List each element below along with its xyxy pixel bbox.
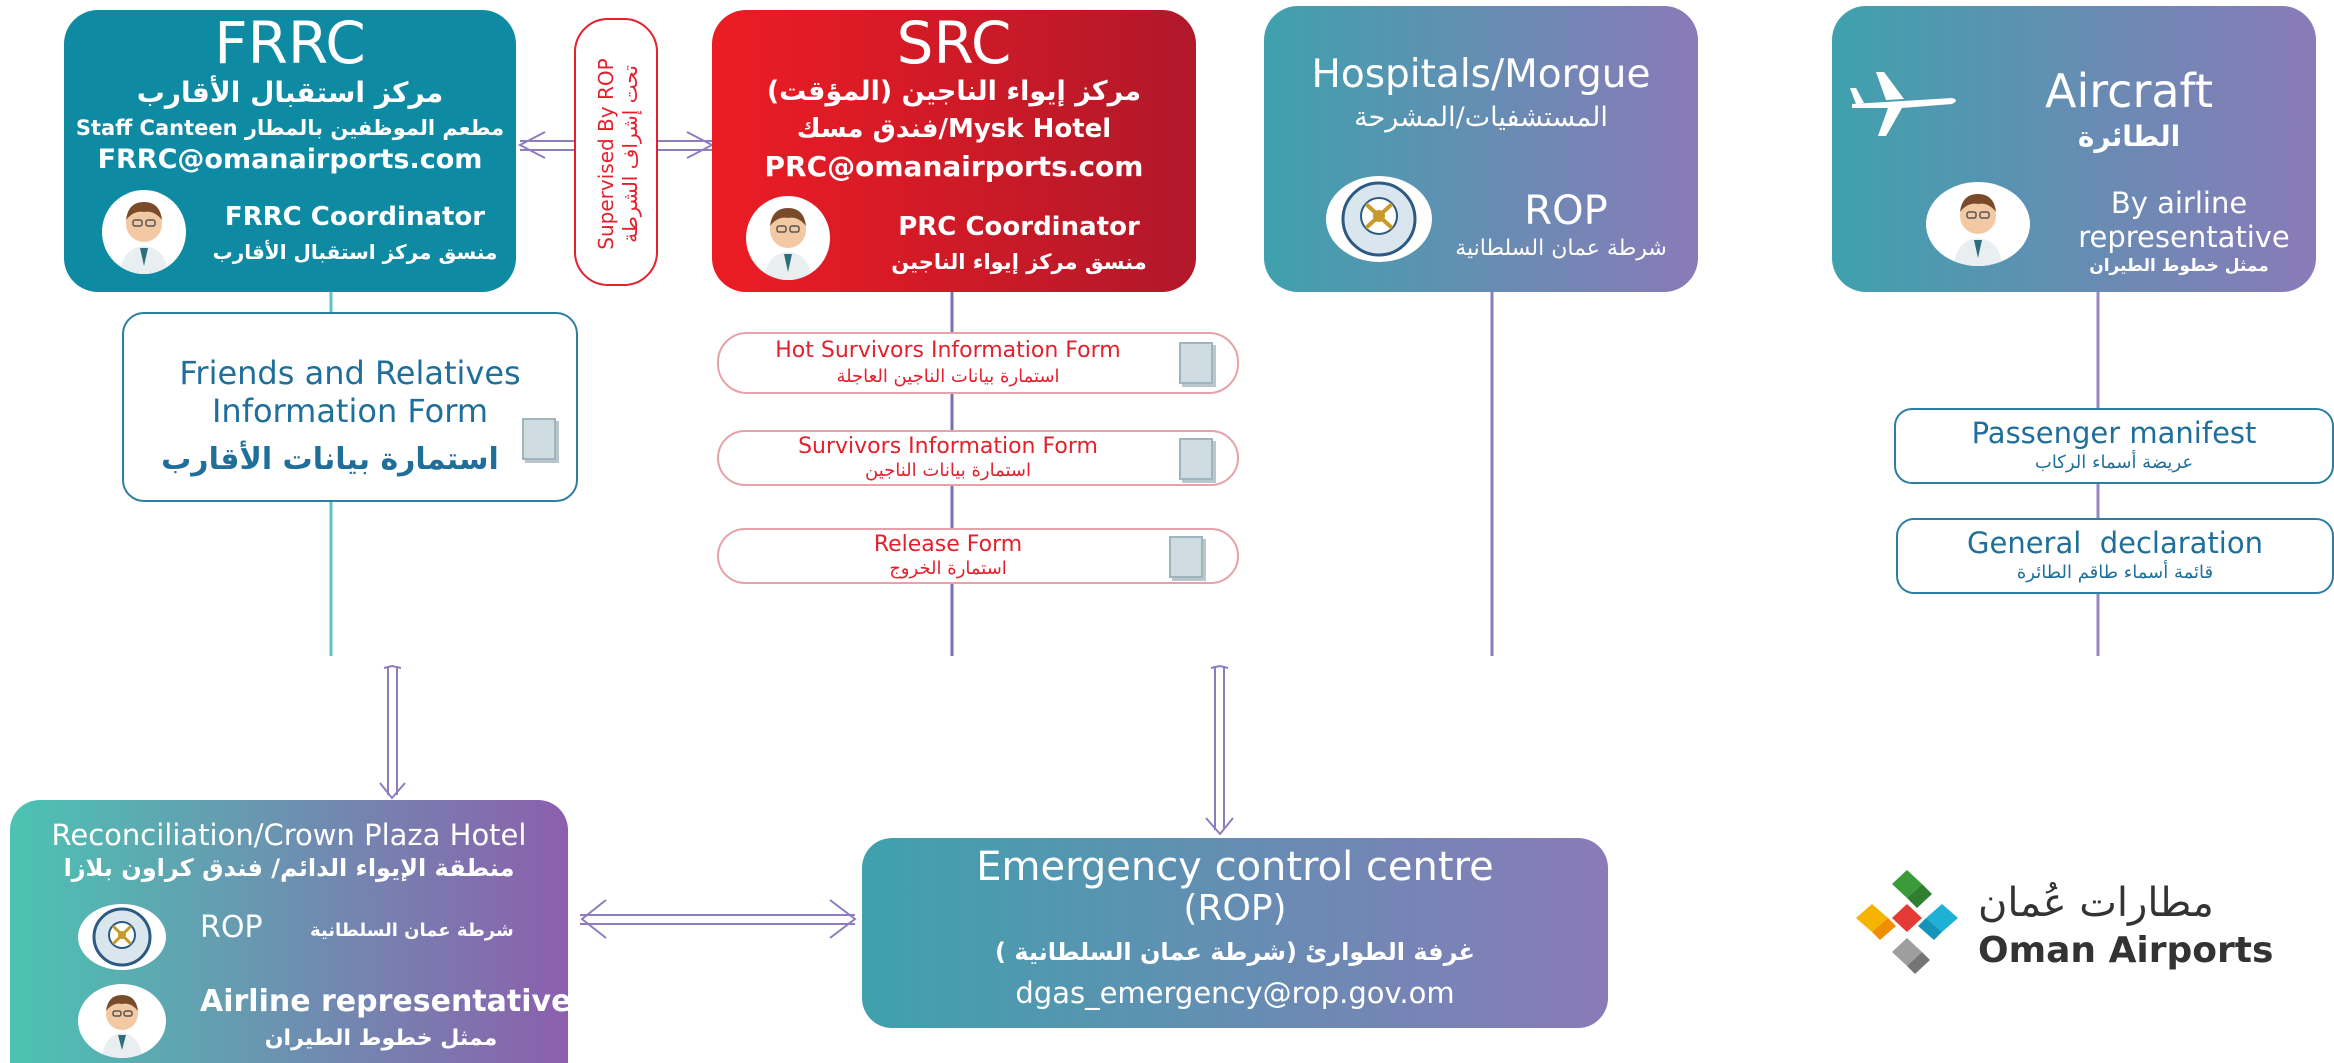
ecc-email: dgas_emergency@rop.gov.om [1015,976,1455,1010]
survivors-form-arabic: استمارة بيانات الناجين [865,460,1031,481]
reconciliation-airline-arabic: ممثل خطوط الطيران [264,1026,498,1051]
supervised-english: Supervised By ROP [594,58,618,250]
oman-airports-logo-mark [1856,870,1958,974]
src-hotel: فندق مسك/Mysk Hotel [796,114,1112,144]
hospitals-box: Hospitals/Morgue المستشفيات/المشرحة ROP … [1264,6,1698,292]
logo-arabic-text: مطارات عُمان [1978,880,2214,926]
bus-to-reconciliation-arrow [379,664,406,800]
frrc-coordinator: FRRC Coordinator [224,202,486,232]
ecc-line2: (ROP) [1183,888,1287,929]
reconciliation-rop-arabic: شرطة عمان السلطانية [310,920,514,941]
reconciliation-airline: Airline representative [200,984,572,1019]
aircraft-rep-line1: By airline [2110,186,2248,220]
ecc-line1: Emergency control centre [976,844,1494,890]
document-icon [1179,438,1213,480]
document-icon [1169,536,1203,578]
release-form-english: Release Form [873,532,1023,557]
person-avatar-icon [78,984,166,1058]
declaration-english: General declaration [1967,526,2263,560]
hospitals-rop-arabic: شرطة عمان السلطانية [1455,236,1667,261]
frrc-box: FRRC مركز استقبال الأقارب Staff Canteen … [64,10,516,292]
document-icon [1179,342,1213,384]
hot-survivors-form: Hot Survivors Information Form استمارة ب… [717,332,1239,394]
manifest-arabic: عريضة أسماء الركاب [2034,452,2194,473]
person-avatar-icon [1926,182,2030,266]
oman-airports-logo: مطارات عُمان Oman Airports [1852,866,2334,986]
reconciliation-box: Reconciliation/Crown Plaza Hotel منطقة ا… [10,800,572,1063]
supervised-by-rop-badge: Supervised By ROP تحت إشراف الشرطة [574,18,658,286]
frrc-canteen: Staff Canteen مطعم الموظفين بالمطار [75,116,505,140]
hot-form-arabic: استمارة بيانات الناجين العاجلة [836,366,1060,387]
declaration-arabic: قائمة أسماء طاقم الطائرة [2016,562,2214,583]
document-icon [522,418,556,460]
release-form: Release Form استمارة الخروج [717,528,1239,584]
general-declaration-form: General declaration قائمة أسماء طاقم الط… [1896,518,2334,594]
friends-form-arabic: استمارة بيانات الأقارب [161,442,499,477]
rop-emblem-icon [1326,176,1432,262]
frrc-title: FRRC [214,9,366,77]
ecc-reconciliation-arrow [580,899,857,939]
aircraft-arabic: الطائرة [2077,120,2181,153]
frrc-coordinator-arabic: منسق مركز استقبال الأقارب [212,240,498,264]
hospitals-title: Hospitals/Morgue [1311,52,1651,97]
friends-form-line1: Friends and Relatives [179,354,521,392]
survivors-form: Survivors Information Form استمارة بيانا… [717,430,1239,486]
hot-form-english: Hot Survivors Information Form [775,338,1121,363]
frrc-arabic: مركز استقبال الأقارب [136,76,444,109]
src-coordinator-arabic: منسق مركز إيواء الناجين [891,250,1147,274]
friends-relatives-form: Friends and Relatives Information Form ا… [122,312,578,502]
ecc-arabic: غرفة الطوارئ (شرطة عمان السلطانية ) [995,938,1475,966]
person-avatar-icon [102,190,186,274]
manifest-english: Passenger manifest [1971,416,2257,450]
reconciliation-title: Reconciliation/Crown Plaza Hotel [51,818,527,852]
passenger-manifest-form: Passenger manifest عريضة أسماء الركاب [1894,408,2334,484]
src-box: SRC مركز إيواء الناجين (المؤقت) فندق مسك… [712,10,1196,292]
survivors-form-english: Survivors Information Form [798,434,1098,459]
friends-form-line2: Information Form [211,392,488,430]
emergency-control-centre-box: Emergency control centre (ROP) غرفة الطو… [862,838,1608,1028]
supervised-text: Supervised By ROP تحت إشراف الشرطة [594,29,642,279]
aircraft-rep-arabic: ممثل خطوط الطيران [2089,256,2269,276]
bus-to-ecc-arrow [1205,664,1234,836]
aircraft-title: Aircraft [2045,64,2213,118]
rop-emblem-icon [78,904,166,970]
logo-english-text: Oman Airports [1978,930,2274,971]
aircraft-box: Aircraft الطائرة By airline representati… [1832,6,2316,292]
release-form-arabic: استمارة الخروج [889,558,1007,579]
src-arabic: مركز إيواء الناجين (المؤقت) [766,76,1142,107]
src-title: SRC [896,9,1012,77]
aircraft-rep-line2: representative [2078,220,2290,254]
supervised-arabic: تحت إشراف الشرطة [618,65,642,243]
src-coordinator: PRC Coordinator [898,212,1140,242]
src-email: PRC@omanairports.com [764,150,1144,183]
reconciliation-rop: ROP [200,910,263,945]
reconciliation-arabic: منطقة الإيواء الدائم/ فندق كراون بلازا [63,854,515,882]
airplane-icon [1842,58,1962,148]
hospitals-rop: ROP [1524,188,1608,234]
frrc-email: FRRC@omanairports.com [97,144,483,175]
hospitals-arabic: المستشفيات/المشرحة [1354,102,1608,133]
person-avatar-icon [746,196,830,280]
